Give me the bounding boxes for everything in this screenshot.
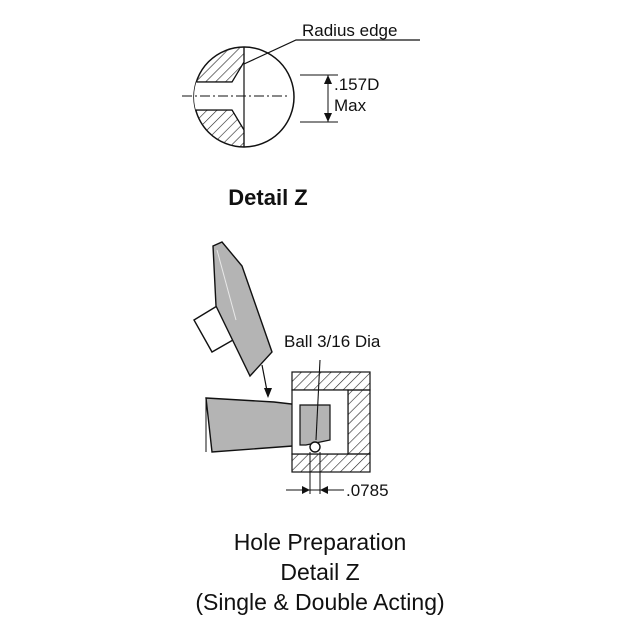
dim-max-label: Max [334, 96, 367, 115]
detail-z-title: Detail Z [228, 185, 307, 210]
ball [309, 441, 321, 453]
dim-157-label: .157D [334, 75, 379, 94]
caption-line-2: Detail Z [280, 559, 359, 585]
hole-preparation-assembly [193, 241, 371, 494]
radius-edge-leader [243, 39, 420, 65]
punch-tool-body [212, 241, 273, 378]
housing-hatched-right [347, 389, 371, 455]
ball-leader [315, 359, 321, 441]
caption-line-1: Hole Preparation [234, 529, 407, 555]
caption-line-3: (Single & Double Acting) [195, 589, 444, 615]
housing-hatched-top [291, 371, 371, 391]
housing-hatched-bottom [291, 453, 371, 473]
radius-edge-label: Radius edge [302, 21, 397, 40]
dim-0785-label: .0785 [346, 481, 389, 500]
detail-z-circle-view [182, 39, 420, 148]
ball-label: Ball 3/16 Dia [284, 332, 381, 351]
